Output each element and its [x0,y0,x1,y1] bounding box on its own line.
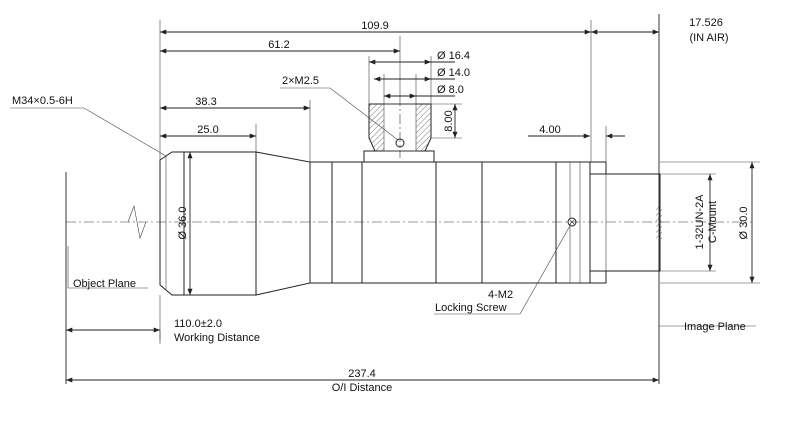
axis-break [127,204,147,240]
rear-barrel [481,161,557,284]
mid-ring-2 [331,161,363,284]
locking-screw-label: Locking Screw [435,302,507,314]
leader-lines [10,87,756,344]
c-mount-thread [589,173,661,272]
dim-rear-offset: 4.00 [539,124,560,136]
dim-rear-diameter: Ø 30.0 [738,206,750,239]
dim-to-screw: 61.2 [268,39,289,51]
dim-front-diameter: Ø 36.0 [177,206,189,239]
mount-type-label: C-Mount [707,201,719,243]
screw-spec: 2×M2.5 [282,75,319,87]
locking-screw-count: 4-M2 [488,289,513,301]
dim-front-length-1: 38.3 [195,96,216,108]
dim-collar-height: 8.00 [443,110,455,131]
dim-collar-mid: Ø 14.0 [437,67,470,79]
lens-body [159,96,662,296]
taper-section [255,151,311,296]
thread-callout: M34×0.5-6H [12,95,73,107]
dim-front-length-2: 25.0 [197,124,218,136]
collar-base [363,150,435,163]
dimension-lines [66,29,755,383]
oi-distance-value: 237.4 [348,368,376,380]
object-plane-label: Object Plane [73,278,136,290]
rear-ring-1 [435,161,483,284]
front-barrel [183,151,257,296]
collar-section [361,161,437,284]
oi-distance-label: O/I Distance [332,382,393,394]
dim-back-focus: 17.526 [689,17,723,29]
working-distance-label: Working Distance [174,332,260,344]
dim-overall-length: 109.9 [361,20,389,32]
working-distance-value: 110.0±2.0 [174,318,222,330]
dim-collar-outer: Ø 16.4 [437,50,470,62]
mid-ring-1 [309,161,333,284]
dim-collar-inner: Ø 8.0 [437,84,464,96]
mount-thread-label: 1-32UN-2A [694,194,706,250]
dim-back-focus-note: (IN AIR) [689,32,728,44]
image-plane-label: Image Plane [684,321,746,333]
